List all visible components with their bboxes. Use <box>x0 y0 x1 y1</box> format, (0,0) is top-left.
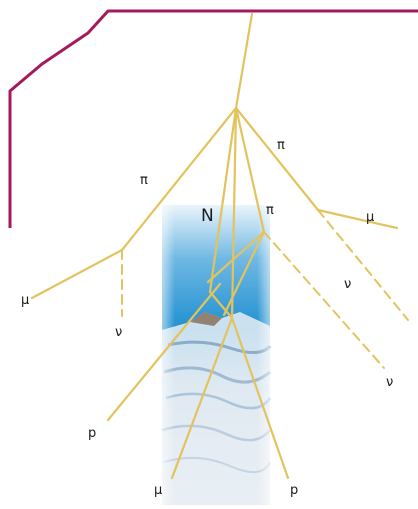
boundary-line <box>10 11 418 228</box>
primary-track <box>236 14 252 108</box>
label-neutrino-far-right: ν <box>386 375 393 390</box>
label-muon-right: μ <box>366 210 374 225</box>
label-neutrino-right: ν <box>344 277 351 292</box>
label-proton-left: p <box>88 426 96 441</box>
label-muon-left: μ <box>21 293 29 308</box>
label-neutrino-left: ν <box>115 325 122 340</box>
muon-left-track <box>32 250 122 298</box>
label-pion-left: π <box>140 173 148 188</box>
label-pion-center: π <box>266 203 274 218</box>
label-proton-bottom: p <box>290 483 298 498</box>
label-pion-right: π <box>277 138 285 153</box>
neutrino-far-right-track <box>264 232 384 368</box>
label-muon-bottom: μ <box>154 483 162 498</box>
label-nucleus: N <box>201 206 214 226</box>
